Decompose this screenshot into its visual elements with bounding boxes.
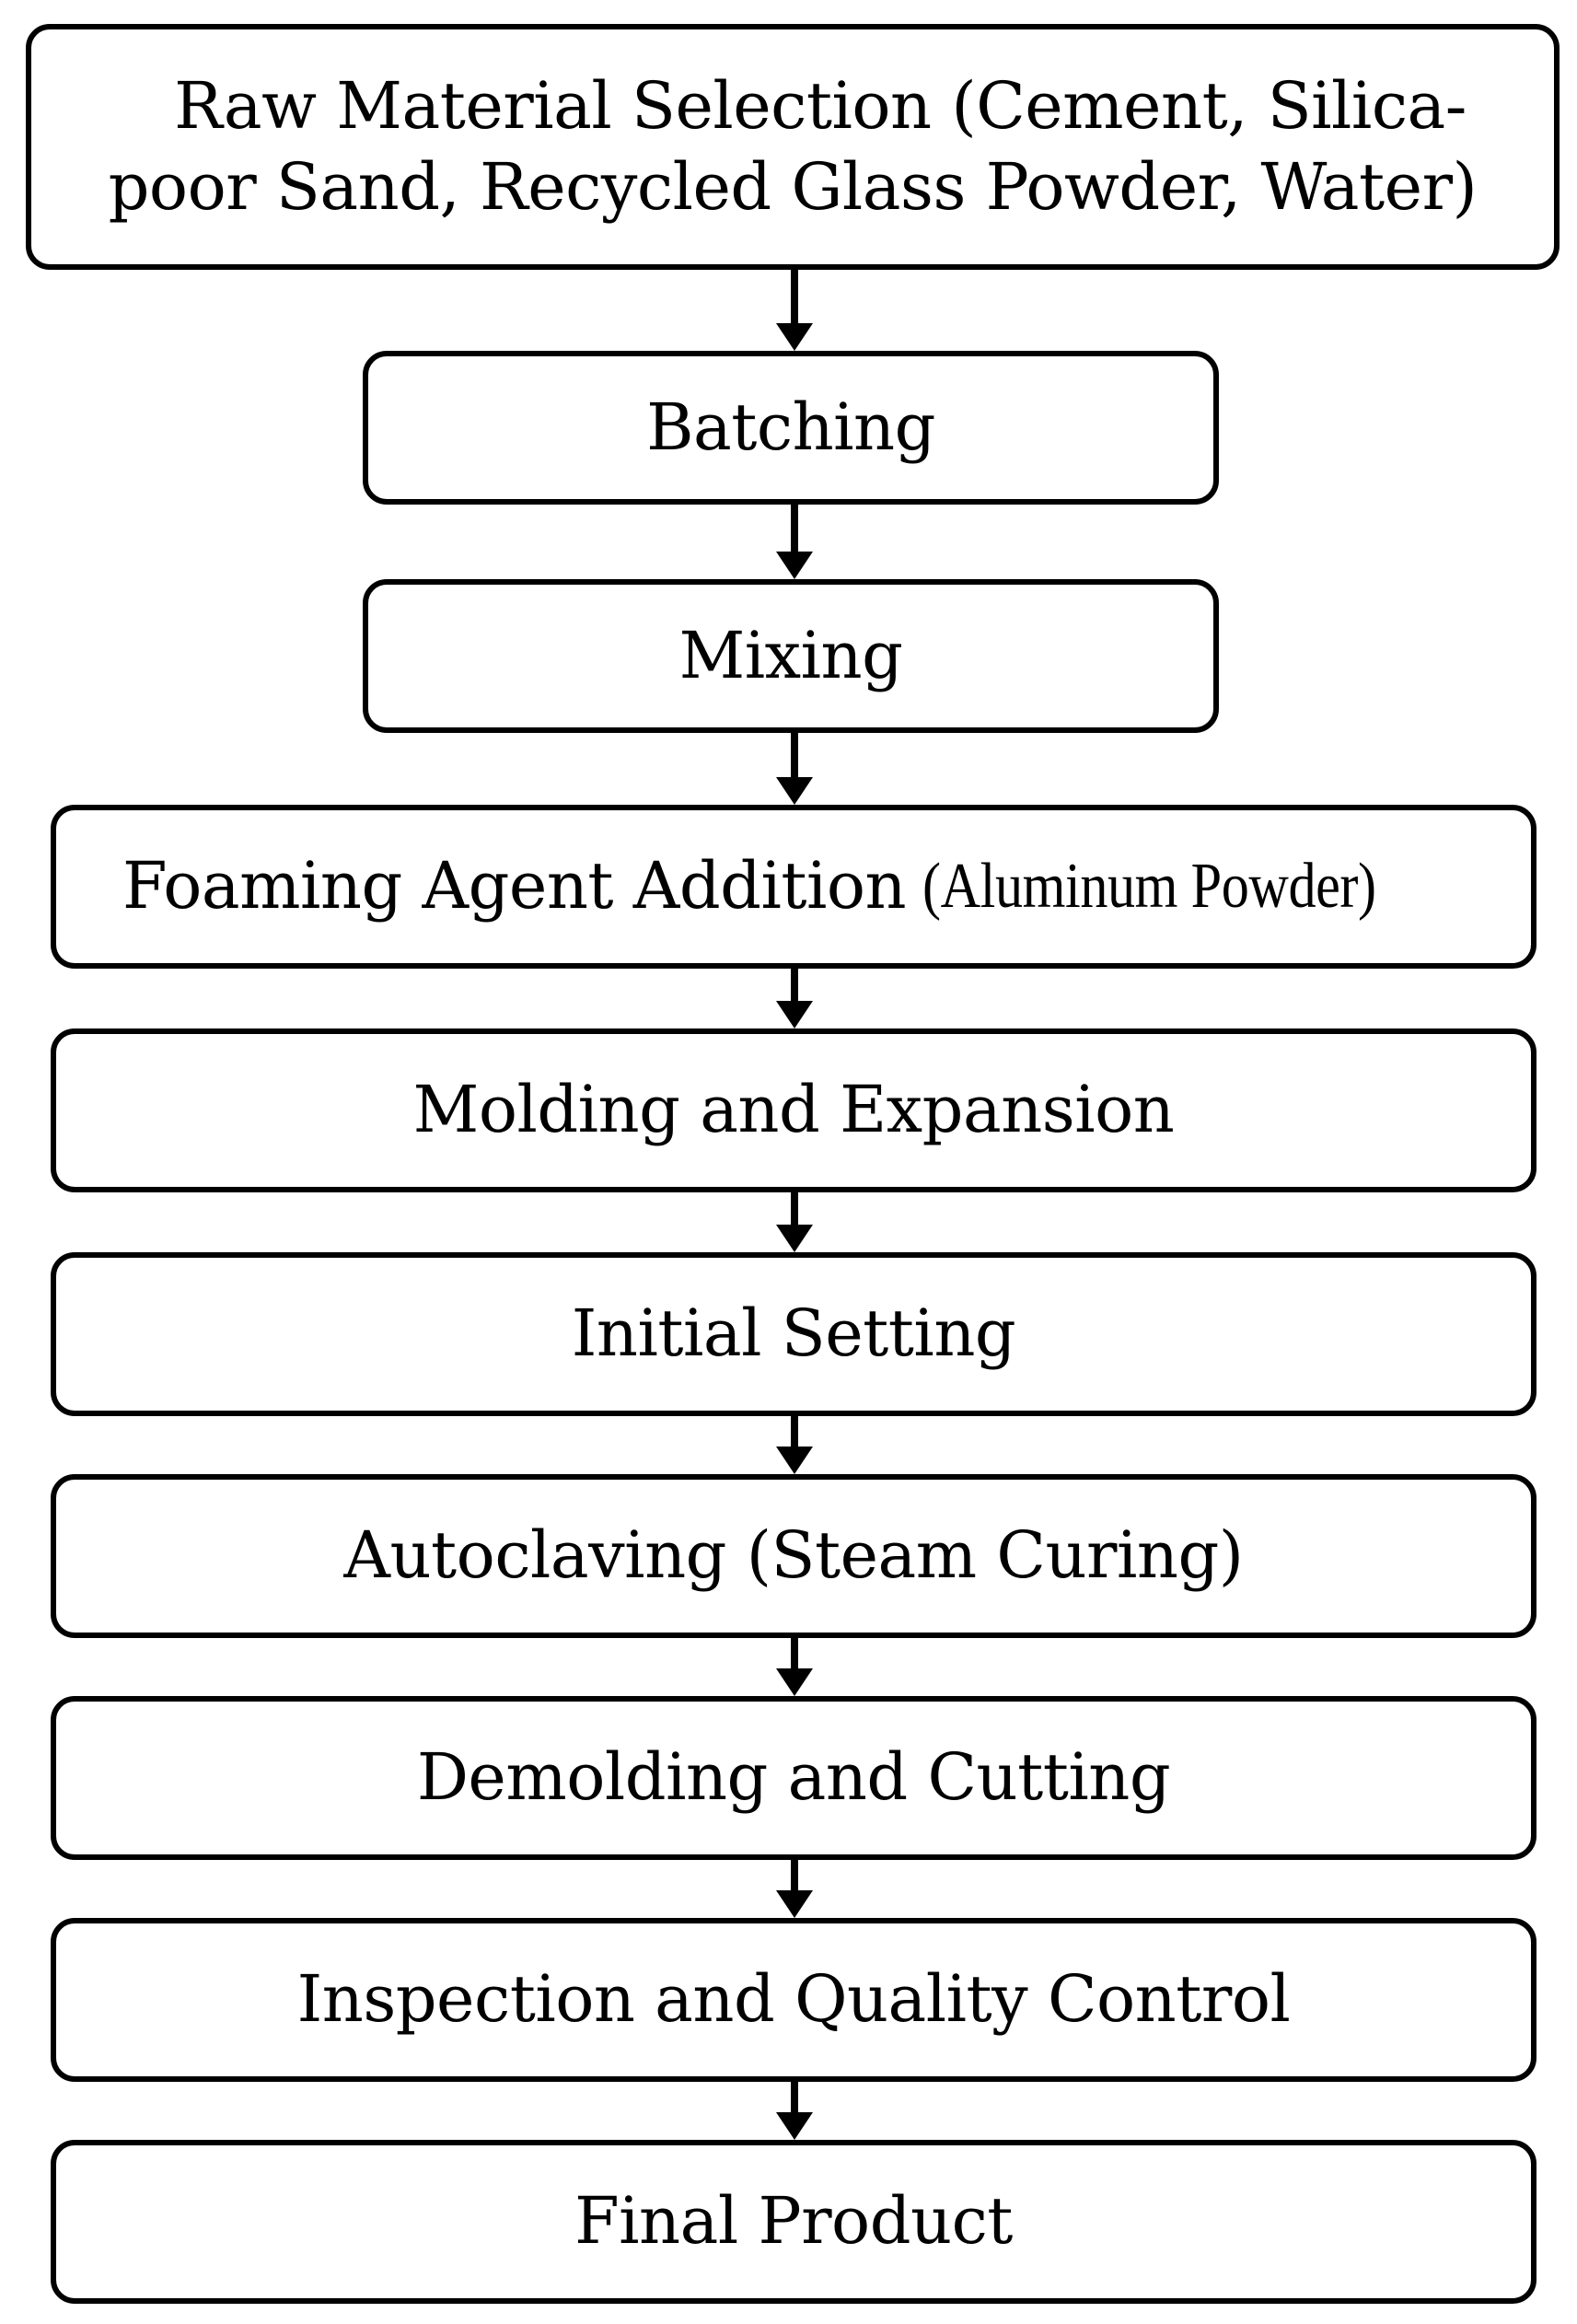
step-raw-material-line2: poor Sand, Recycled Glass Powder, Water) — [108, 148, 1478, 225]
step-demolding-label: Demolding and Cutting — [416, 1739, 1171, 1816]
arrow-down-5 — [776, 1192, 813, 1252]
step-final-product-label: Final Product — [574, 2183, 1013, 2260]
step-batching: Batching — [363, 351, 1219, 505]
arrow-down-7 — [776, 1638, 813, 1696]
step-foaming-agent-addition: Foaming Agent Addition (Aluminum Powder) — [51, 805, 1536, 969]
step-initial-setting: Initial Setting — [51, 1252, 1536, 1416]
step-inspection-label: Inspection and Quality Control — [296, 1961, 1291, 2038]
step-autoclaving-label: Autoclaving (Steam Curing) — [343, 1517, 1244, 1594]
step-raw-material-line1: Raw Material Selection (Cement, Silica- — [174, 68, 1467, 144]
step-raw-material-selection: Raw Material Selection (Cement, Silica- … — [26, 24, 1560, 270]
arrow-down-6 — [776, 1416, 813, 1474]
arrow-down-9 — [776, 2082, 813, 2140]
arrow-down-2 — [776, 505, 813, 579]
arrow-down-3 — [776, 733, 813, 805]
step-molding-label: Molding and Expansion — [412, 1072, 1175, 1148]
step-molding-and-expansion: Molding and Expansion — [51, 1028, 1536, 1192]
arrow-down-8 — [776, 1860, 813, 1918]
arrow-down-4 — [776, 969, 813, 1028]
step-demolding-and-cutting: Demolding and Cutting — [51, 1696, 1536, 1860]
step-initial-setting-label: Initial Setting — [571, 1296, 1016, 1372]
step-foaming-label: Foaming Agent Addition — [122, 848, 907, 924]
arrow-down-1 — [776, 270, 813, 351]
step-final-product: Final Product — [51, 2140, 1536, 2304]
step-mixing-label: Mixing — [678, 617, 903, 693]
step-mixing: Mixing — [363, 579, 1219, 733]
step-foaming-sub: (Aluminum Powder) — [922, 851, 1376, 923]
step-batching-label: Batching — [646, 389, 935, 465]
step-autoclaving: Autoclaving (Steam Curing) — [51, 1474, 1536, 1638]
step-inspection-and-quality-control: Inspection and Quality Control — [51, 1918, 1536, 2082]
